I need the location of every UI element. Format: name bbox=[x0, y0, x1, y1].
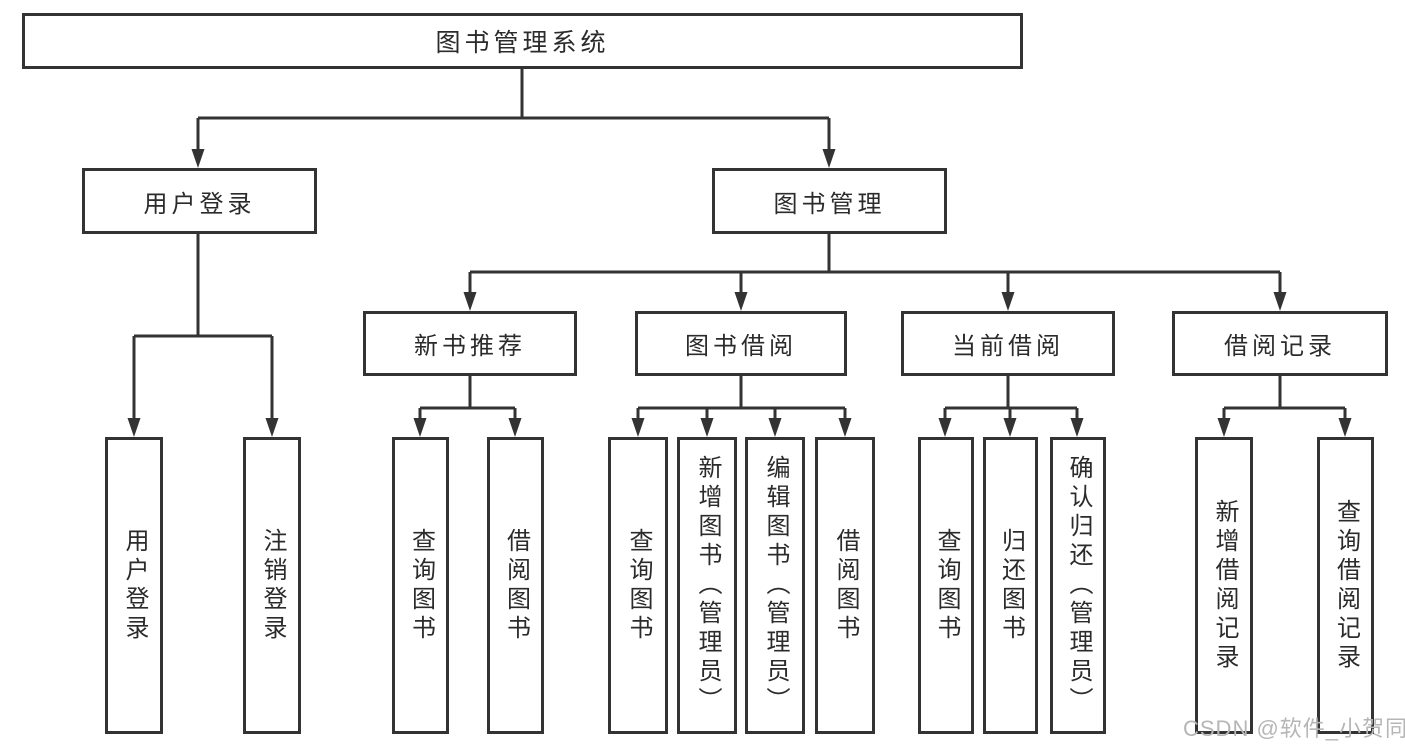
leaf-label: 编辑图书（管理员） bbox=[762, 455, 789, 716]
leaf-label: 借阅图书 bbox=[832, 527, 859, 644]
leaf-label: 新增借阅记录 bbox=[1211, 498, 1238, 673]
connector-book-mgmt-branch bbox=[468, 233, 1282, 306]
node-borrow-records: 借阅记录 bbox=[1172, 311, 1388, 376]
leaf-label: 查询图书 bbox=[625, 527, 652, 644]
arrow-icon bbox=[265, 418, 279, 437]
arrow-icon bbox=[127, 418, 141, 437]
leaf-label: 借阅图书 bbox=[502, 527, 530, 644]
arrow-icon bbox=[938, 418, 952, 437]
arrowheads bbox=[127, 149, 1352, 437]
arrow-icon bbox=[1217, 418, 1231, 437]
leaf-edit-book-admin: 编辑图书（管理员） bbox=[745, 437, 805, 734]
connector-book-borrow-branch bbox=[636, 375, 847, 431]
leaf-label: 查询图书 bbox=[933, 527, 960, 644]
leaf-add-borrow-record: 新增借阅记录 bbox=[1195, 437, 1253, 734]
leaf-query-books-current: 查询图书 bbox=[918, 437, 974, 734]
node-user-login: 用户登录 bbox=[82, 168, 317, 234]
node-book-management: 图书管理 bbox=[712, 168, 947, 234]
node-new-book-recommend: 新书推荐 bbox=[363, 311, 577, 376]
node-label: 新书推荐 bbox=[414, 333, 526, 360]
leaf-return-book: 归还图书 bbox=[983, 437, 1038, 734]
arrow-icon bbox=[1070, 418, 1084, 437]
arrow-icon bbox=[768, 418, 782, 437]
leaf-query-books-borrow: 查询图书 bbox=[608, 437, 668, 734]
leaf-borrow-books-recommend: 借阅图书 bbox=[487, 437, 544, 734]
leaf-label: 注销登录 bbox=[259, 527, 286, 644]
connector-user-login-branch bbox=[132, 233, 274, 431]
node-label: 用户登录 bbox=[143, 190, 256, 218]
node-book-borrow: 图书借阅 bbox=[635, 311, 847, 376]
arrow-icon bbox=[700, 418, 714, 437]
arrow-icon bbox=[1338, 418, 1352, 437]
leaf-query-books-recommend: 查询图书 bbox=[392, 437, 449, 734]
arrow-icon bbox=[1003, 418, 1017, 437]
arrow-icon bbox=[734, 292, 748, 311]
arrow-icon bbox=[631, 418, 645, 437]
csdn-watermark: CSDN @软件_小贺同学 bbox=[1183, 716, 1405, 741]
node-label: 图书借阅 bbox=[685, 333, 797, 360]
leaf-logout: 注销登录 bbox=[243, 437, 301, 734]
leaf-user-login: 用户登录 bbox=[105, 437, 163, 734]
node-label: 图书管理 bbox=[773, 190, 886, 218]
arrow-icon bbox=[463, 292, 477, 311]
node-current-borrow: 当前借阅 bbox=[901, 311, 1115, 376]
arrow-icon bbox=[413, 418, 427, 437]
connector-borrow-records-branch bbox=[1222, 375, 1347, 431]
leaf-borrow-books-borrow: 借阅图书 bbox=[815, 437, 875, 734]
leaf-label: 查询图书 bbox=[407, 527, 435, 644]
connector-new-book-branch bbox=[418, 375, 517, 431]
arrow-icon bbox=[838, 418, 852, 437]
leaf-confirm-return-admin: 确认归还（管理员） bbox=[1050, 437, 1106, 734]
arrow-icon bbox=[508, 418, 522, 437]
connector-root-branch bbox=[196, 68, 831, 163]
arrow-icon bbox=[1001, 292, 1015, 311]
leaf-label: 归还图书 bbox=[997, 527, 1025, 644]
leaf-label: 确认归还（管理员） bbox=[1065, 455, 1092, 716]
node-label: 借阅记录 bbox=[1224, 333, 1336, 360]
leaf-label: 查询借阅记录 bbox=[1332, 498, 1360, 673]
node-library-management-system: 图书管理系统 bbox=[22, 13, 1023, 69]
leaf-label: 用户登录 bbox=[121, 527, 148, 644]
arrow-icon bbox=[191, 149, 205, 168]
leaf-query-borrow-record: 查询借阅记录 bbox=[1317, 437, 1374, 734]
arrow-icon bbox=[822, 149, 836, 168]
leaf-add-book-admin: 新增图书（管理员） bbox=[677, 437, 737, 734]
node-label: 当前借阅 bbox=[952, 333, 1064, 360]
leaf-label: 新增图书（管理员） bbox=[694, 455, 721, 716]
arrow-icon bbox=[1273, 292, 1287, 311]
node-label: 图书管理系统 bbox=[435, 29, 610, 57]
